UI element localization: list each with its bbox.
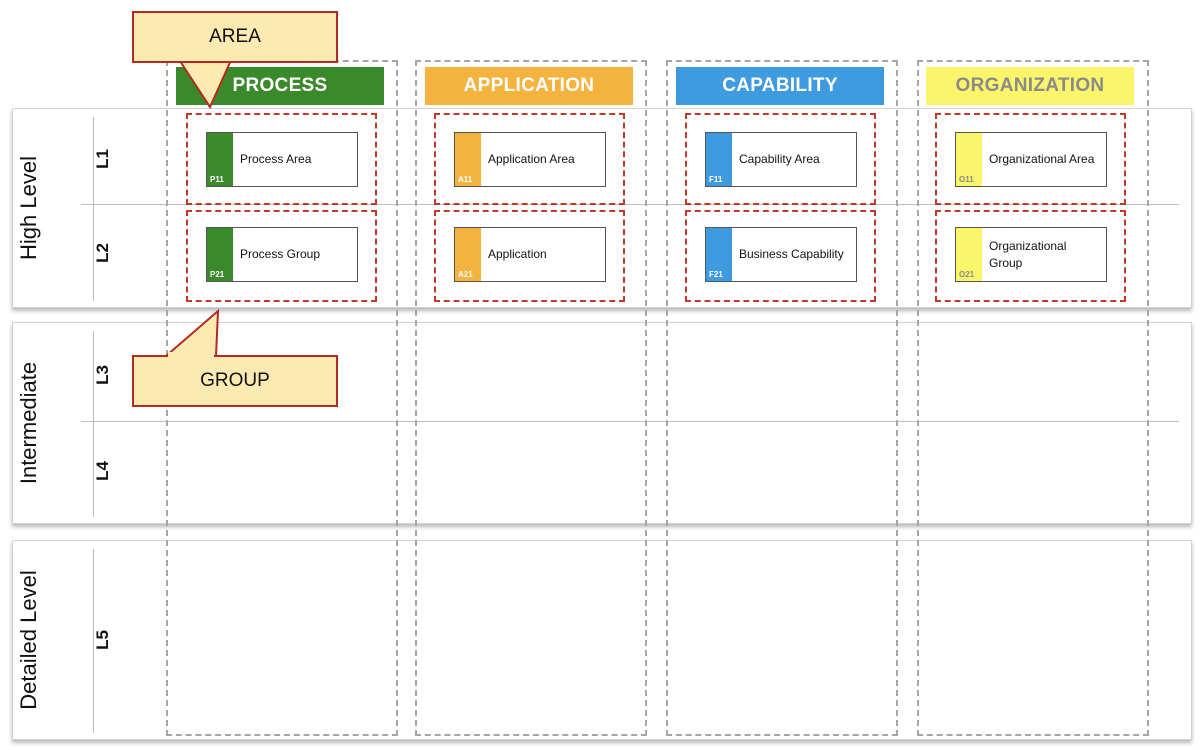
callout-area-seam bbox=[180, 55, 230, 60]
card-color-tab: P21 bbox=[207, 228, 233, 281]
card-color-tab: O21 bbox=[956, 228, 982, 281]
card-capability-area[interactable]: F11 Capability Area bbox=[705, 132, 857, 187]
card-code: A21 bbox=[458, 270, 473, 279]
group-organization-l2: O21 Organizational Group bbox=[935, 210, 1126, 302]
card-color-tab: O11 bbox=[956, 133, 982, 186]
group-process-l2: P21 Process Group bbox=[186, 210, 377, 302]
card-code: P21 bbox=[210, 270, 225, 279]
band-divider bbox=[93, 117, 94, 301]
band-label-detailed-level: Detailed Level bbox=[16, 570, 41, 710]
card-label: Capability Area bbox=[739, 152, 820, 167]
group-organization-l1: O11 Organizational Area bbox=[935, 113, 1126, 205]
card-code: F21 bbox=[709, 270, 723, 279]
callout-group: GROUP bbox=[132, 355, 338, 407]
card-color-tab: P11 bbox=[207, 133, 233, 186]
group-capability-l1: F11 Capability Area bbox=[685, 113, 876, 205]
level-label-l3: L3 bbox=[93, 365, 112, 385]
card-application-area[interactable]: A11 Application Area bbox=[454, 132, 606, 187]
column-header-application: APPLICATION bbox=[425, 67, 633, 105]
row-divider bbox=[81, 204, 1179, 205]
card-color-tab: A21 bbox=[455, 228, 481, 281]
level-label-l1: L1 bbox=[93, 149, 112, 169]
group-application-l1: A11 Application Area bbox=[434, 113, 625, 205]
card-label: Process Area bbox=[240, 152, 312, 167]
card-process-area[interactable]: P11 Process Area bbox=[206, 132, 358, 187]
band-divider bbox=[93, 331, 94, 517]
band-label-intermediate: Intermediate bbox=[16, 361, 41, 485]
band-divider bbox=[93, 549, 94, 733]
group-application-l2: A21 Application bbox=[434, 210, 625, 302]
card-label: Application bbox=[488, 247, 547, 262]
callout-area: AREA bbox=[132, 11, 338, 63]
card-code: P11 bbox=[210, 175, 224, 184]
card-color-tab: A11 bbox=[455, 133, 481, 186]
card-color-tab: F11 bbox=[706, 133, 732, 186]
card-label: Organizational Area bbox=[989, 152, 1095, 167]
callout-group-seam bbox=[168, 352, 214, 358]
column-header-organization: ORGANIZATION bbox=[926, 67, 1134, 105]
card-label: Application Area bbox=[488, 152, 575, 167]
card-code: F11 bbox=[709, 175, 723, 184]
row-divider bbox=[81, 421, 1179, 422]
level-label-l2: L2 bbox=[93, 243, 112, 263]
band-detailed-level: Detailed Level L5 bbox=[12, 540, 1192, 740]
card-organizational-area[interactable]: O11 Organizational Area bbox=[955, 132, 1107, 187]
column-header-capability: CAPABILITY bbox=[676, 67, 884, 105]
card-organizational-group[interactable]: O21 Organizational Group bbox=[955, 227, 1107, 282]
card-code: O11 bbox=[959, 175, 974, 184]
band-label-high-level: High Level bbox=[16, 156, 41, 260]
card-application[interactable]: A21 Application bbox=[454, 227, 606, 282]
level-label-l5: L5 bbox=[93, 630, 112, 650]
card-code: O21 bbox=[959, 270, 975, 279]
column-header-process: PROCESS bbox=[176, 67, 384, 105]
group-process-l1: P11 Process Area bbox=[186, 113, 377, 205]
card-label: Organizational Group bbox=[989, 239, 1067, 270]
card-code: A11 bbox=[458, 175, 473, 184]
column-frame-application bbox=[415, 60, 647, 736]
card-label: Process Group bbox=[240, 247, 321, 262]
card-color-tab: F21 bbox=[706, 228, 732, 281]
card-process-group[interactable]: P21 Process Group bbox=[206, 227, 358, 282]
card-business-capability[interactable]: F21 Business Capability bbox=[705, 227, 857, 282]
group-capability-l2: F21 Business Capability bbox=[685, 210, 876, 302]
card-label: Business Capability bbox=[739, 247, 844, 262]
column-frame-capability bbox=[666, 60, 898, 736]
level-label-l4: L4 bbox=[93, 461, 112, 481]
column-frame-organization bbox=[917, 60, 1149, 736]
